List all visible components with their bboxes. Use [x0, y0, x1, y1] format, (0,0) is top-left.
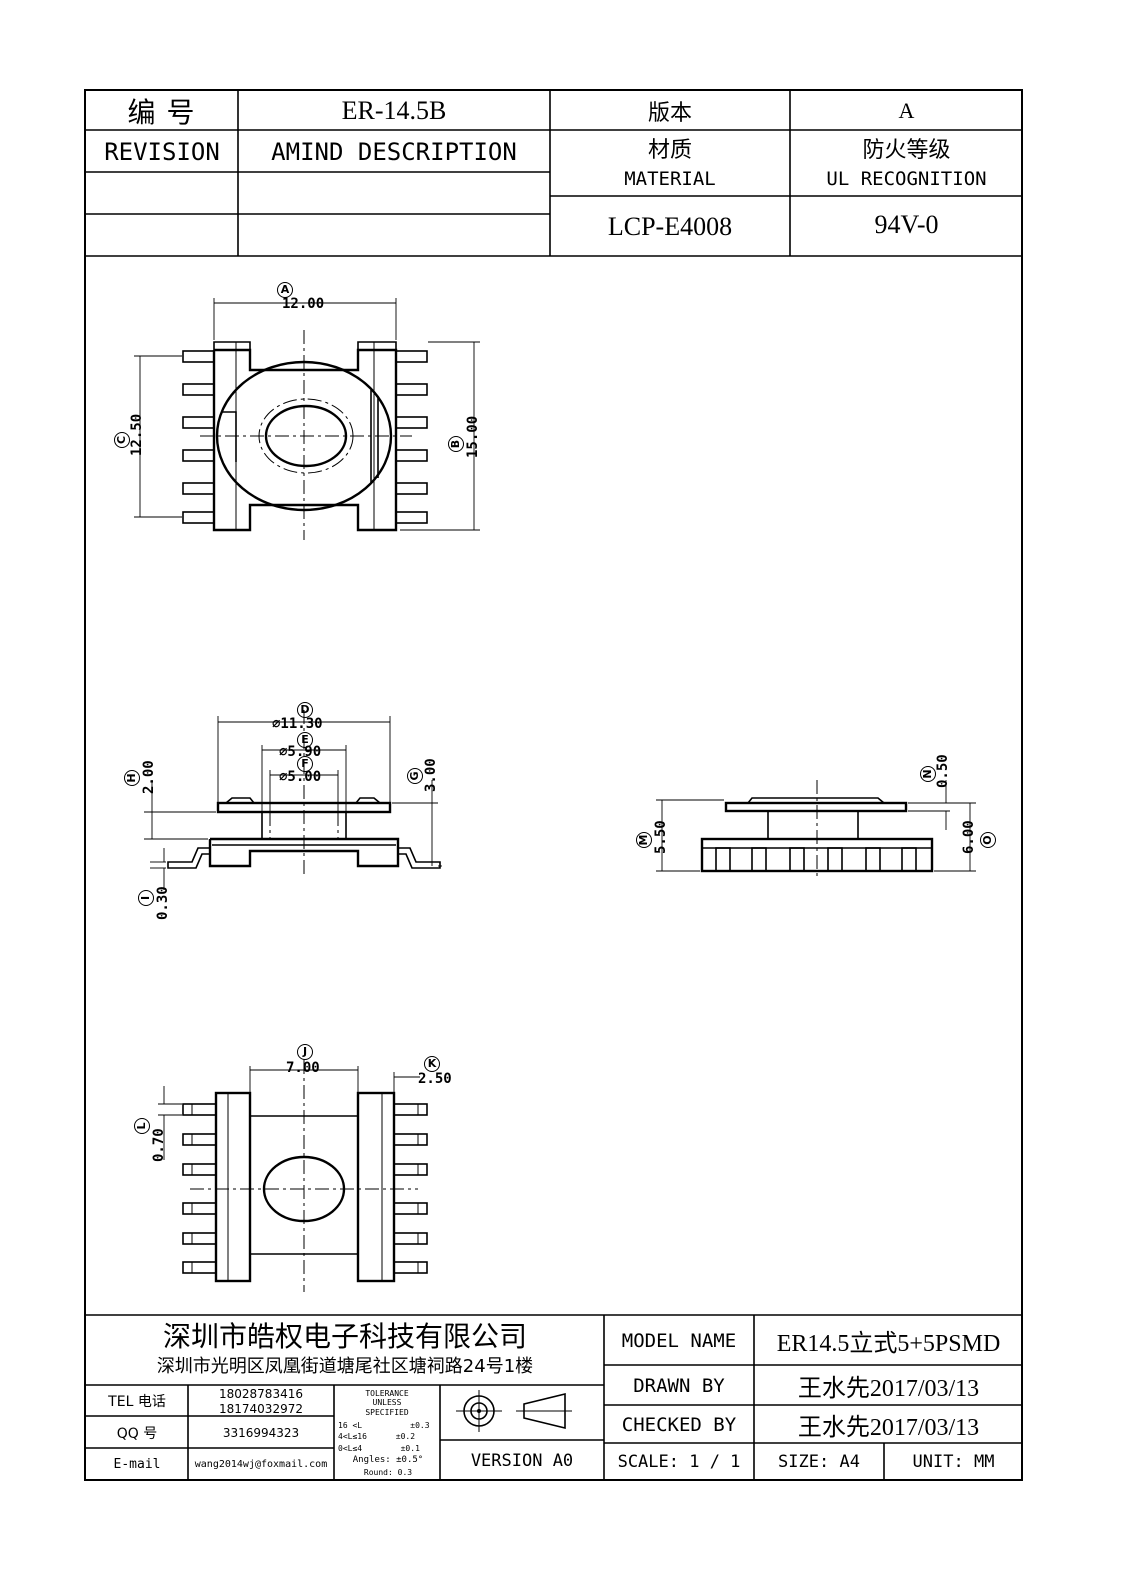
- fire-label-cn: 防火等级: [862, 137, 951, 162]
- company-address: 深圳市光明区凤凰街道塘尾社区塘祠路24号1楼: [156, 1356, 534, 1377]
- dim-i-value: 0.30: [155, 886, 171, 920]
- dim-d-badge: D: [297, 702, 313, 718]
- dim-l-badge: L: [134, 1118, 150, 1134]
- checked-by-value: 王水先2017/03/13: [797, 1415, 980, 1441]
- dim-j-value: 7.00: [286, 1060, 320, 1076]
- bottom-view: [158, 1060, 428, 1292]
- dim-e-value: ⌀5.90: [279, 744, 322, 760]
- dim-h-badge: H: [124, 770, 140, 786]
- dim-i-badge: I: [138, 890, 154, 906]
- dim-c-value: 12.50: [129, 413, 145, 456]
- dim-n-badge: N: [920, 766, 936, 782]
- number-value: ER-14.5B: [341, 95, 447, 125]
- dim-a-value: 12.00: [282, 296, 325, 312]
- email-label: E-mail: [113, 1457, 161, 1472]
- scale-label: SCALE: 1 / 1: [617, 1452, 741, 1472]
- unit-label: UNIT: MM: [912, 1452, 995, 1472]
- dim-d-value: ⌀11.30: [272, 716, 323, 732]
- dim-m-value: 5.50: [653, 820, 669, 854]
- tolerance-title: TOLERANCE UNLESS SPECIFIED: [365, 1388, 409, 1417]
- top-view: [134, 298, 480, 540]
- version-label: 版本: [647, 99, 692, 125]
- qq-value: 3316994323: [222, 1425, 300, 1440]
- drawn-by-label: DRAWN BY: [633, 1374, 725, 1397]
- footer-grid: [84, 1314, 1023, 1481]
- dim-g-badge: G: [407, 768, 423, 784]
- projection-symbol: [456, 1390, 572, 1432]
- version-a0-label: VERSION A0: [470, 1450, 574, 1471]
- fire-label-en: UL RECOGNITION: [826, 168, 987, 190]
- material-label-cn: 材质: [647, 137, 692, 162]
- dim-e-badge: E: [297, 732, 313, 748]
- dim-b-badge: B: [448, 436, 464, 452]
- company-name: 深圳市皓权电子科技有限公司: [162, 1320, 527, 1353]
- tel-label: TEL 电话: [108, 1394, 166, 1410]
- version-value: A: [898, 97, 915, 123]
- tolerance-row-5: Round: 0.3: [363, 1467, 413, 1477]
- dim-l-value: 0.70: [151, 1128, 167, 1162]
- number-label: 编 号: [127, 97, 197, 129]
- dim-n-value: 0.50: [935, 754, 951, 788]
- fire-value: 94V-0: [874, 210, 939, 239]
- dim-a-badge: A: [277, 282, 293, 298]
- checked-by-label: CHECKED BY: [621, 1413, 737, 1436]
- dim-g-value: 3.00: [423, 758, 439, 792]
- dim-f-value: ⌀5.00: [279, 769, 322, 785]
- dim-j-badge: J: [297, 1044, 313, 1060]
- email-value: wang2014wj@foxmail.com: [194, 1459, 328, 1470]
- dim-h-value: 2.00: [141, 760, 157, 794]
- tel-value-1: 18028783416: [219, 1386, 303, 1401]
- material-value: LCP-E4008: [607, 212, 733, 241]
- dim-f-badge: F: [297, 756, 313, 772]
- dim-m-badge: M: [636, 832, 652, 848]
- tolerance-row-4: Angles: ±0.5°: [352, 1455, 424, 1465]
- model-name-label: MODEL NAME: [621, 1329, 737, 1352]
- tel-value-2: 18174032972: [219, 1401, 303, 1416]
- qq-label: QQ 号: [116, 1425, 158, 1442]
- dim-o-value: 6.00: [961, 820, 977, 854]
- drawing-frame: [84, 89, 1023, 1481]
- amind-label: AMIND DESCRIPTION: [271, 137, 517, 166]
- front-view: [144, 710, 442, 890]
- dim-o-badge: O: [980, 832, 996, 848]
- dim-b-value: 15.00: [465, 415, 481, 458]
- revision-label: REVISION: [104, 137, 220, 166]
- size-label: SIZE: A4: [778, 1452, 860, 1472]
- drawn-by-value: 王水先2017/03/13: [797, 1376, 980, 1402]
- dim-k-badge: K: [424, 1056, 440, 1072]
- model-name-value: ER14.5立式5+5PSMD: [776, 1331, 1001, 1357]
- side-view: [656, 780, 976, 880]
- material-label-en: MATERIAL: [624, 168, 716, 190]
- tolerance-row-3: 0<L≤4 ±0.1: [338, 1444, 420, 1453]
- header-grid: [84, 89, 1023, 257]
- tolerance-row-1: 16 <L ±0.3: [338, 1421, 430, 1430]
- tolerance-row-2: 4<L≤16 ±0.2: [338, 1432, 416, 1441]
- dim-k-value: 2.50: [418, 1071, 452, 1087]
- dim-c-badge: C: [114, 432, 130, 448]
